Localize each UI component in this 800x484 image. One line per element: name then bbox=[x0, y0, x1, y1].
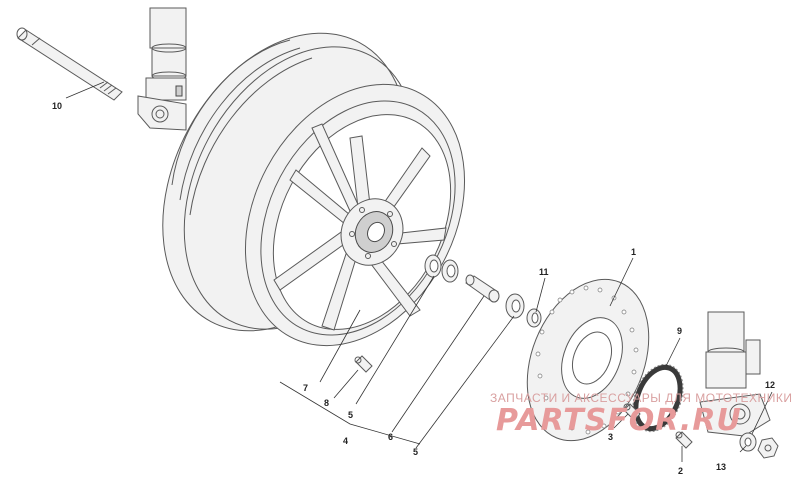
bearing-mid bbox=[441, 259, 459, 283]
abs-tone-ring bbox=[632, 363, 684, 433]
callout-10: 10 bbox=[52, 101, 62, 111]
watermark-tagline: ЗАПЧАСТИ И АКСЕССУАРЫ ДЛЯ МОТОТЕХНИКИ bbox=[490, 391, 792, 405]
left-fork-leg bbox=[137, 7, 187, 131]
spacer-tube bbox=[465, 274, 500, 303]
axle-nut bbox=[757, 437, 779, 459]
callout-5-lower: 5 bbox=[413, 447, 418, 457]
callout-3: 3 bbox=[608, 432, 613, 442]
callout-labels: 1 2 3 4 5 5 6 7 8 9 10 11 12 13 bbox=[52, 101, 775, 476]
callout-4: 4 bbox=[343, 436, 348, 446]
watermark: ЗАПЧАСТИ И АКСЕССУАРЫ ДЛЯ МОТОТЕХНИКИ PA… bbox=[490, 391, 792, 438]
axle-washer bbox=[739, 432, 757, 452]
front-axle bbox=[16, 27, 123, 101]
callout-12: 12 bbox=[765, 380, 775, 390]
bearing-right bbox=[505, 293, 525, 319]
callout-13: 13 bbox=[716, 462, 726, 472]
wheel-hub bbox=[340, 198, 404, 266]
oil-seal bbox=[526, 308, 542, 328]
watermark-brand: PARTSFOR.RU bbox=[496, 403, 742, 438]
disc-bolt-2 bbox=[675, 431, 693, 449]
callout-5-upper: 5 bbox=[348, 410, 353, 420]
callout-9: 9 bbox=[677, 326, 682, 336]
callout-2: 2 bbox=[678, 466, 683, 476]
disc-bolt-3 bbox=[623, 403, 641, 421]
tyre-valve bbox=[354, 355, 373, 373]
callout-6: 6 bbox=[388, 432, 393, 442]
callout-1: 1 bbox=[631, 247, 636, 257]
brake-disc bbox=[526, 278, 650, 442]
callout-7: 7 bbox=[303, 383, 308, 393]
right-fork-leg bbox=[699, 311, 771, 437]
leader-lines bbox=[65, 81, 773, 462]
callout-8: 8 bbox=[324, 398, 329, 408]
bearing-left bbox=[424, 254, 442, 278]
callout-11: 11 bbox=[539, 267, 549, 277]
